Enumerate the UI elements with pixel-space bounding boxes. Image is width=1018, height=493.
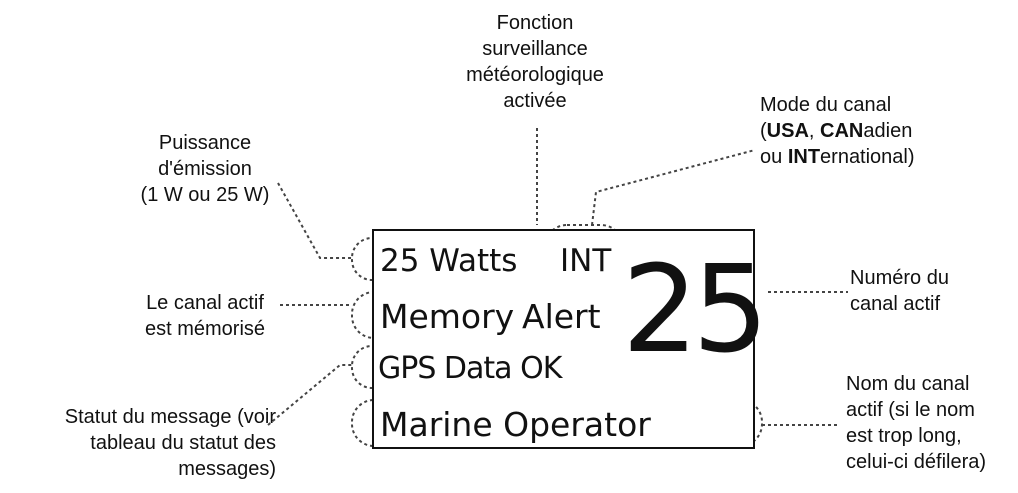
callout-weather-line: météorologique <box>466 64 604 86</box>
lcd-power: 25 Watts <box>380 243 518 279</box>
callout-channel-number-line: canal actif <box>850 293 941 315</box>
callout-power: Puissance d'émission (1 W ou 25 W) <box>105 130 305 208</box>
mode-part-usa: USA <box>766 120 809 142</box>
mode-part: ( <box>760 120 767 142</box>
callout-channel-name-line: actif (si le nom <box>846 399 975 421</box>
callout-mode-line3: ou INTernational) <box>760 144 1000 170</box>
mode-part: ernational) <box>820 146 915 168</box>
mode-part-can: CAN <box>820 120 864 142</box>
callout-weather-line: Fonction <box>496 12 574 34</box>
callout-mode-line: Mode du canal <box>760 94 892 116</box>
callout-channel-number-line: Numéro du <box>850 267 949 289</box>
leader-status <box>267 364 352 426</box>
callout-memory-line: Le canal actif <box>146 292 264 314</box>
lcd-channel-name: Marine Operator <box>380 405 651 444</box>
lcd-display: 25 Watts INT Memory Alert GPS Data OK 25… <box>372 229 769 449</box>
leader-mode <box>591 149 756 226</box>
callout-memory: Le canal actif est mémorisé <box>120 290 290 342</box>
mode-part: ou <box>760 146 788 168</box>
mode-part: adien <box>863 120 913 142</box>
mode-part: , <box>808 120 821 142</box>
callout-mode: Mode du canal (USA, CANadien ou INTernat… <box>760 92 1000 170</box>
callout-weather-line: surveillance <box>482 38 588 60</box>
callout-power-line: Puissance <box>158 132 252 154</box>
callout-mode-line2: (USA, CANadien <box>760 118 1000 144</box>
mode-part-int: INT <box>787 146 821 168</box>
callout-status-line: messages) <box>178 458 276 480</box>
callout-status-line: tableau du statut des <box>90 432 276 454</box>
lcd-channel-number: 25 <box>622 241 769 380</box>
lcd-gps: GPS Data OK <box>378 351 562 386</box>
callout-status: Statut du message (voir tableau du statu… <box>4 404 276 482</box>
callout-weather: Fonction surveillance météorologique act… <box>440 10 630 114</box>
callout-channel-name-line: est trop long, <box>846 425 962 447</box>
callout-memory-line: est mémorisé <box>144 318 266 340</box>
callout-power-line: (1 W ou 25 W) <box>140 184 270 206</box>
callout-channel-name-line: celui-ci défilera) <box>846 451 987 473</box>
callout-channel-number: Numéro du canal actif <box>850 265 1010 317</box>
lcd-alert: Alert <box>522 297 601 336</box>
lcd-mode: INT <box>560 243 612 279</box>
callout-channel-name-line: Nom du canal <box>846 373 970 395</box>
callout-channel-name: Nom du canal actif (si le nom est trop l… <box>846 371 1016 475</box>
lcd-memory: Memory <box>380 297 515 336</box>
callout-weather-line: activée <box>503 90 567 112</box>
callout-status-line: Statut du message (voir <box>64 406 276 428</box>
callout-power-line: d'émission <box>158 158 252 180</box>
